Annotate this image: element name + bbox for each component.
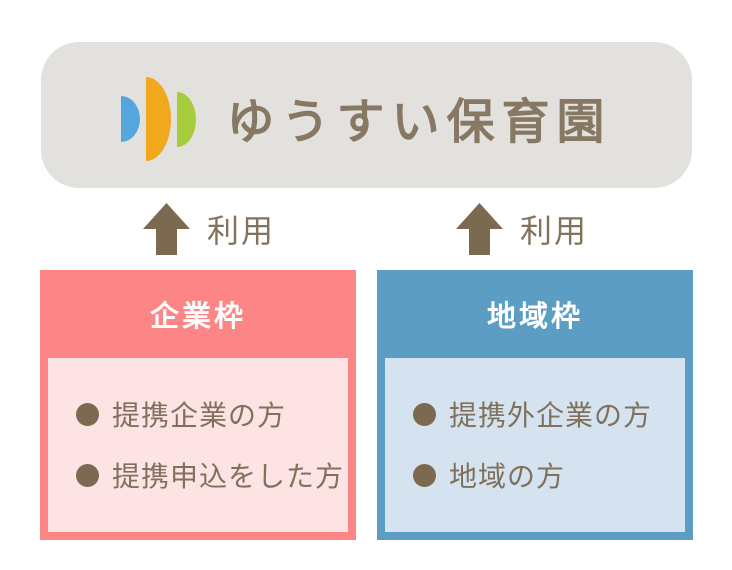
region-slot-list: 提携外企業の方 地域の方 (385, 358, 685, 532)
usage-label: 利用 (207, 213, 276, 249)
list-item: 地域の方 (413, 455, 675, 495)
logo-crescent-green-icon (177, 91, 197, 147)
nursery-name: ゆうすい保育園 (226, 96, 612, 149)
list-item: 提携企業の方 (76, 394, 338, 434)
list-item-label: 提携外企業の方 (449, 400, 653, 431)
bullet-icon (76, 463, 99, 487)
region-slot-box: 地域枠 提携外企業の方 地域の方 (377, 270, 693, 540)
list-item: 提携申込をした方 (76, 455, 343, 495)
bullet-icon (413, 463, 436, 487)
list-item-label: 地域の方 (449, 461, 566, 492)
usage-indicator-corporate: 利用 (143, 203, 275, 255)
list-item-label: 提携企業の方 (112, 400, 287, 431)
corporate-slot-box: 企業枠 提携企業の方 提携申込をした方 (40, 270, 356, 540)
up-arrow-icon (143, 203, 190, 255)
list-item-label: 提携申込をした方 (112, 461, 345, 492)
usage-label: 利用 (520, 213, 589, 249)
soundwave-logo-icon (121, 77, 197, 161)
corporate-slot-title: 企業枠 (149, 301, 246, 333)
bullet-icon (413, 402, 436, 426)
list-item: 提携外企業の方 (413, 394, 675, 434)
up-arrow-icon (456, 203, 503, 255)
logo-crescent-orange-icon (146, 77, 172, 161)
logo-crescent-blue-icon (121, 96, 141, 142)
bullet-icon (76, 402, 99, 426)
corporate-slot-list: 提携企業の方 提携申込をした方 (48, 358, 348, 532)
usage-indicator-region: 利用 (456, 203, 588, 255)
region-slot-title: 地域枠 (486, 301, 583, 333)
nursery-banner: ゆうすい保育園 (41, 42, 692, 188)
